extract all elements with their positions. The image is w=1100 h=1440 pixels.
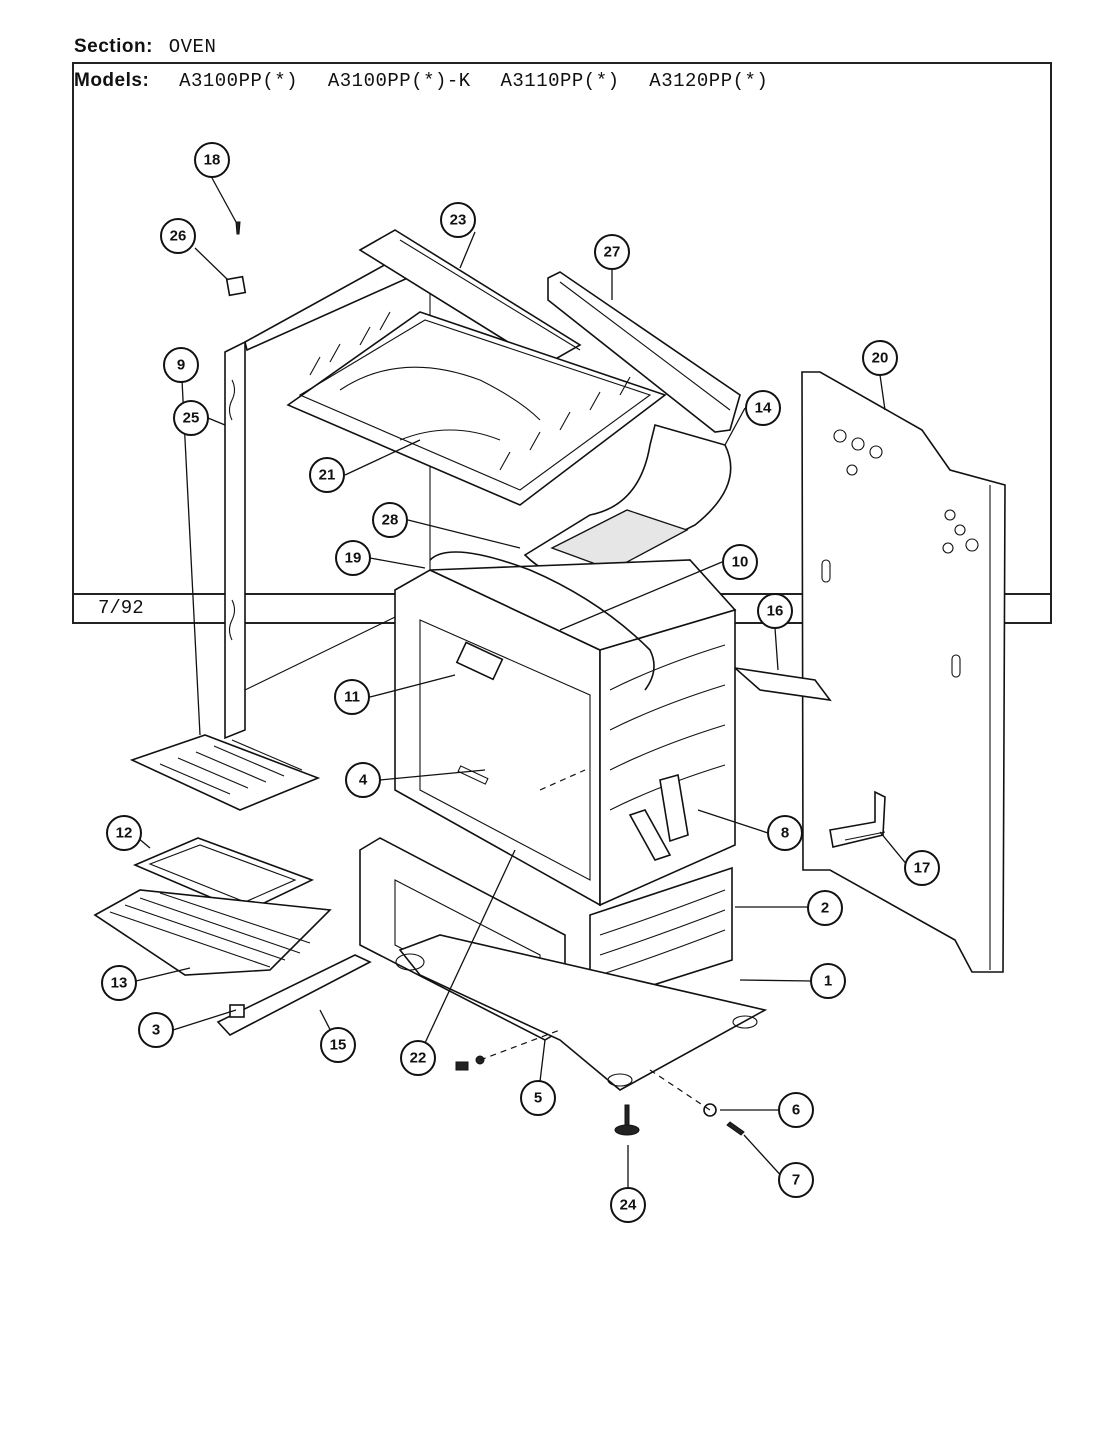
- part-1-base: [395, 934, 768, 1091]
- callout-9: 9: [163, 347, 199, 383]
- callout-19: 19: [335, 540, 371, 576]
- callout-24: 24: [610, 1187, 646, 1223]
- models-heading: Models: A3100PP(*) A3100PP(*)-K A3110PP(…: [74, 70, 768, 92]
- svg-text:19: 19: [345, 550, 362, 567]
- callout-8: 8: [767, 815, 803, 851]
- svg-text:15: 15: [330, 1037, 347, 1054]
- section-value: OVEN: [168, 36, 217, 58]
- svg-text:12: 12: [116, 825, 133, 842]
- part-25-side-panel: [224, 261, 433, 740]
- svg-text:1: 1: [824, 973, 832, 990]
- callout-23: 23: [440, 202, 476, 238]
- callout-bubbles: 1 2 3 4 5 6 7 8 9 10 11 12 13 14 15 16 1…: [101, 142, 940, 1223]
- models-label: Models:: [74, 70, 150, 91]
- callout-21: 21: [309, 457, 345, 493]
- part-27-trim: [547, 271, 741, 433]
- callout-1: 1: [810, 963, 846, 999]
- part-13-rack: [93, 889, 332, 976]
- svg-text:24: 24: [620, 1197, 637, 1214]
- svg-text:14: 14: [755, 400, 772, 417]
- svg-text:13: 13: [111, 975, 128, 992]
- part-12-pan: [132, 837, 315, 913]
- svg-text:23: 23: [450, 212, 467, 229]
- callout-11: 11: [334, 679, 370, 715]
- model-a3100pp: A3100PP(*): [179, 70, 299, 92]
- part-23-top-bracket: [358, 229, 582, 366]
- svg-text:21: 21: [319, 467, 336, 484]
- callout-22: 22: [400, 1040, 436, 1076]
- part-20-back-panel: [801, 371, 1006, 973]
- svg-text:18: 18: [204, 152, 221, 169]
- callout-27: 27: [594, 234, 630, 270]
- svg-text:8: 8: [781, 825, 789, 842]
- svg-text:2: 2: [821, 900, 829, 917]
- svg-text:5: 5: [534, 1090, 542, 1107]
- part-18-screw: [235, 221, 241, 235]
- part-17-bracket: [829, 790, 886, 848]
- model-a3110pp: A3110PP(*): [500, 70, 620, 92]
- svg-text:4: 4: [359, 772, 368, 789]
- callout-13: 13: [101, 965, 137, 1001]
- svg-text:16: 16: [767, 603, 784, 620]
- model-a3120pp: A3120PP(*): [649, 70, 769, 92]
- svg-text:27: 27: [604, 244, 621, 261]
- callout-16: 16: [757, 593, 793, 629]
- callout-25: 25: [173, 400, 209, 436]
- part-16-plate: [732, 666, 832, 702]
- section-label: Section:: [74, 36, 153, 57]
- part-21-top-panel: [286, 311, 667, 506]
- callout-12: 12: [106, 815, 142, 851]
- part-8-hinge: [628, 773, 689, 861]
- part-24-leveling-leg: [614, 1104, 640, 1136]
- svg-text:3: 3: [152, 1022, 160, 1039]
- part-26-clip: [225, 275, 247, 297]
- svg-text:20: 20: [872, 350, 889, 367]
- callout-10: 10: [722, 544, 758, 580]
- callout-26: 26: [160, 218, 196, 254]
- section-heading: Section: OVEN: [74, 36, 216, 58]
- callout-4: 4: [345, 762, 381, 798]
- callout-17: 17: [904, 850, 940, 886]
- svg-text:28: 28: [382, 512, 399, 529]
- svg-text:6: 6: [792, 1102, 800, 1119]
- callout-20: 20: [862, 340, 898, 376]
- callout-6: 6: [778, 1092, 814, 1128]
- svg-text:9: 9: [177, 357, 185, 374]
- part-9-broiler-pan: [129, 734, 321, 811]
- callout-5: 5: [520, 1080, 556, 1116]
- svg-text:11: 11: [344, 689, 360, 706]
- leader-lines: [135, 177, 909, 1205]
- callout-2: 2: [807, 890, 843, 926]
- callout-15: 15: [320, 1027, 356, 1063]
- callout-3: 3: [138, 1012, 174, 1048]
- svg-text:25: 25: [183, 410, 200, 427]
- model-a3100pp-k: A3100PP(*)-K: [327, 70, 471, 92]
- callout-28: 28: [372, 502, 408, 538]
- svg-text:10: 10: [732, 554, 749, 571]
- callout-7: 7: [778, 1162, 814, 1198]
- callout-14: 14: [745, 390, 781, 426]
- svg-text:22: 22: [410, 1050, 427, 1067]
- svg-text:17: 17: [914, 860, 931, 877]
- alignment-lines: [479, 769, 711, 1111]
- footer-date: 7/92: [98, 597, 144, 619]
- oven-cavity: [394, 551, 737, 907]
- callout-18: 18: [194, 142, 230, 178]
- svg-text:7: 7: [792, 1172, 800, 1189]
- part-15-rail: [216, 954, 372, 1036]
- svg-text:26: 26: [170, 228, 187, 245]
